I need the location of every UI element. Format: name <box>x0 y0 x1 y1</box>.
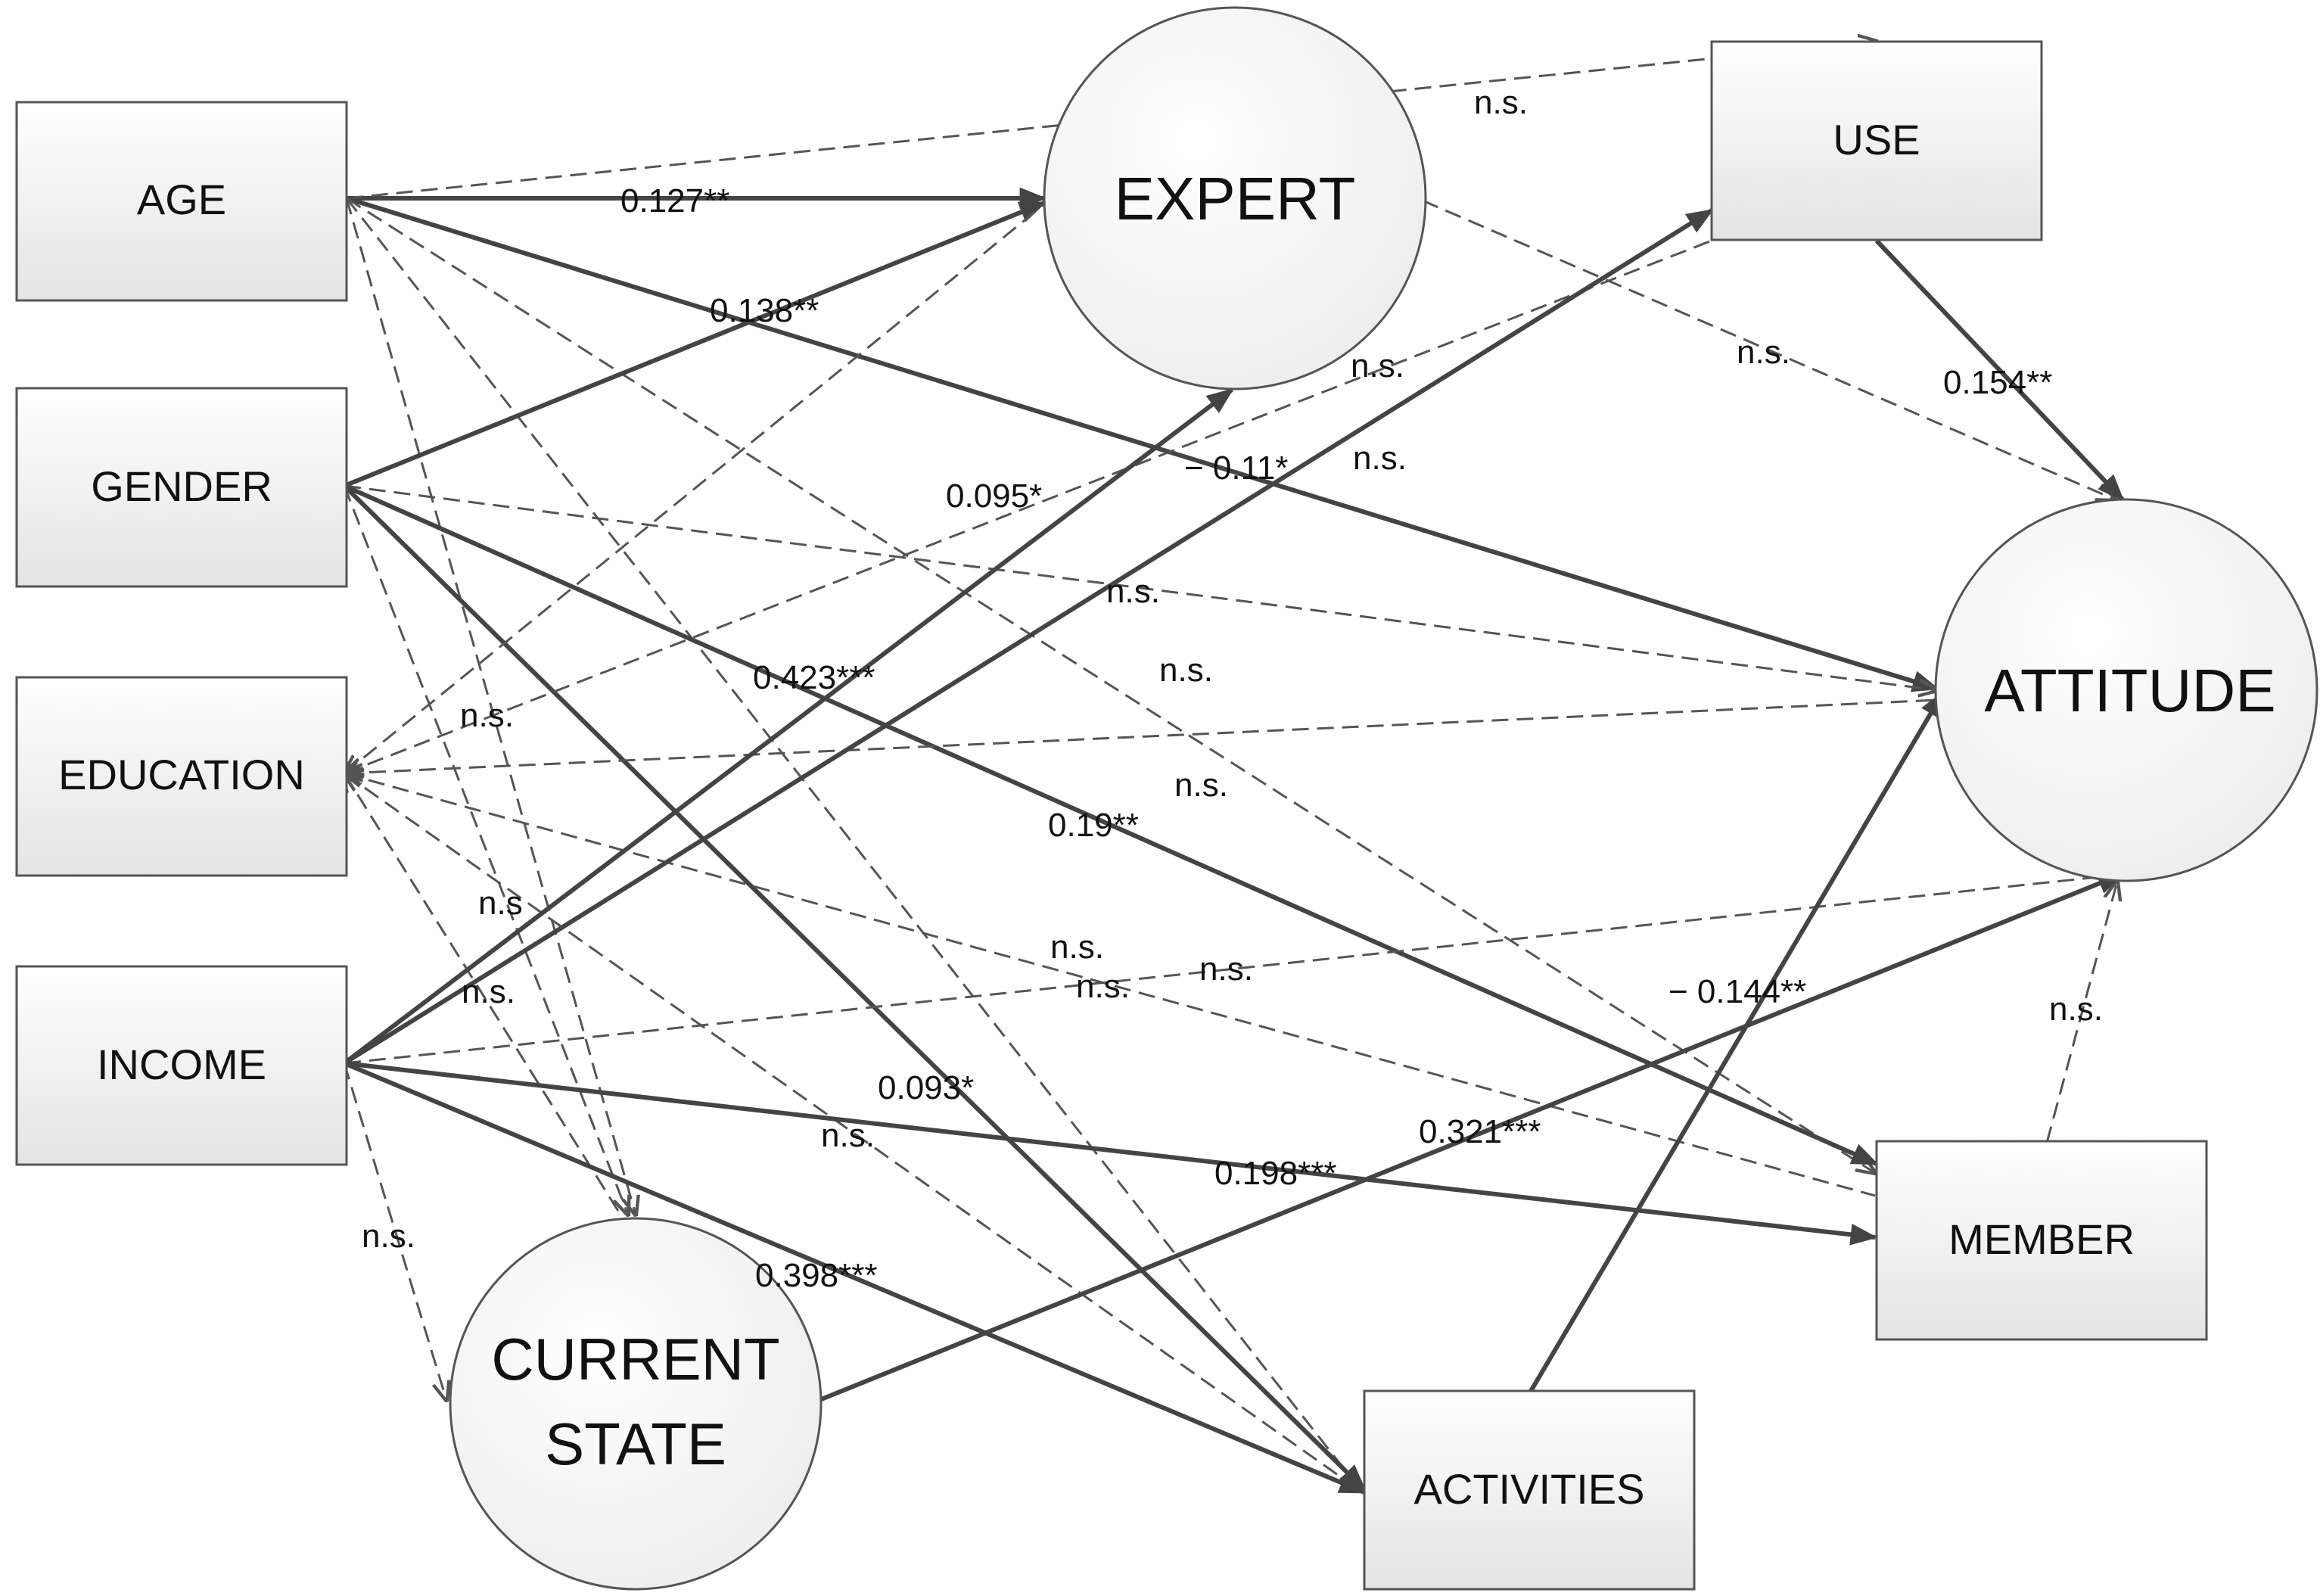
label-education-current-state: n.s <box>478 885 523 922</box>
node-gender: GENDER <box>15 387 348 588</box>
label-income-activities: 0.398*** <box>755 1257 877 1294</box>
label-income-expert: 0.095* <box>946 478 1042 515</box>
path-education-member <box>344 773 1876 1197</box>
node-current-state-label-1: CURRENT <box>491 1326 779 1392</box>
node-member: MEMBER <box>1875 1140 2208 1341</box>
label-current-state-attitude: 0.321*** <box>1419 1113 1541 1150</box>
label-age-activities: n.s. <box>1050 929 1104 966</box>
label-income-current-state: n.s. <box>362 1218 415 1255</box>
label-age-member: n.s. <box>1159 652 1213 689</box>
label-age-attitude: − 0.11* <box>1184 450 1288 487</box>
path-gender-attitude <box>344 484 1937 690</box>
node-education-label: EDUCATION <box>58 751 305 798</box>
path-income-expert <box>343 387 1234 1066</box>
path-gender-activities <box>342 484 1367 1492</box>
node-activities: ACTIVITIES <box>1363 1389 1696 1591</box>
label-gender-attitude: n.s. <box>1106 573 1160 610</box>
path-age-member <box>346 197 1875 1173</box>
label-expert-attitude: n.s. <box>1737 334 1790 371</box>
node-expert: EXPERT <box>1043 6 1427 390</box>
node-use: USE <box>1710 40 2043 241</box>
node-income: INCOME <box>15 965 348 1166</box>
node-gender-label: GENDER <box>91 462 272 510</box>
label-income-attitude: n.s. <box>821 1117 875 1154</box>
edges <box>342 42 2126 1495</box>
label-education-attitude: n.s. <box>1174 767 1228 804</box>
node-income-label: INCOME <box>97 1041 266 1088</box>
label-use-attitude: 0.154** <box>1943 364 2052 401</box>
node-use-label: USE <box>1833 116 1920 163</box>
label-gender-expert: 0.138** <box>710 292 819 329</box>
path-expert-attitude <box>1422 199 2115 499</box>
node-member-label: MEMBER <box>1948 1215 2135 1263</box>
node-activities-label: ACTIVITIES <box>1414 1465 1645 1513</box>
path-age-use <box>346 42 1877 200</box>
label-gender-current-state: n.s. <box>462 973 515 1010</box>
path-education-attitude <box>344 698 1938 773</box>
path-income-member <box>344 1061 1878 1246</box>
path-gender-member <box>343 484 1880 1166</box>
path-income-activities <box>343 1061 1367 1495</box>
path-education-use <box>344 239 1712 773</box>
path-income-use <box>343 208 1715 1066</box>
label-age-expert: 0.127** <box>620 182 729 219</box>
label-education-use: n.s. <box>1353 440 1407 477</box>
label-gender-activities: 0.093* <box>878 1069 974 1106</box>
label-income-use: 0.423*** <box>753 659 875 696</box>
path-activities-attitude <box>1528 689 1945 1394</box>
node-current-state: CURRENT STATE <box>449 1217 823 1591</box>
label-education-activities: n.s. <box>1076 968 1130 1005</box>
label-education-member: n.s. <box>1199 950 1253 988</box>
label-gender-member: 0.19** <box>1048 807 1139 844</box>
edge-labels: 0.127** n.s. − 0.11* n.s. n.s. n.s. 0.13… <box>362 84 2103 1294</box>
label-age-use: n.s. <box>1474 84 1528 121</box>
label-age-current-state: n.s. <box>460 697 514 734</box>
label-education-expert: n.s. <box>1351 347 1404 384</box>
node-attitude-label: ATTITUDE <box>1984 657 2275 724</box>
node-age-label: AGE <box>137 176 226 223</box>
label-activities-attitude: − 0.144** <box>1668 973 1806 1010</box>
path-age-attitude <box>346 196 1940 692</box>
node-age: AGE <box>15 101 348 302</box>
node-education: EDUCATION <box>15 676 348 877</box>
nodes: AGE GENDER EDUCATION INCOME USE MEMBER A… <box>15 6 2318 1591</box>
path-education-activities <box>344 773 1359 1491</box>
path-gender-current-state <box>343 485 628 1215</box>
path-current-state-attitude <box>818 872 2126 1402</box>
node-expert-label: EXPERT <box>1115 165 1356 232</box>
label-income-member: 0.198*** <box>1214 1155 1336 1192</box>
node-attitude: ATTITUDE <box>1934 498 2318 882</box>
path-age-current-state <box>345 198 636 1215</box>
label-member-attitude: n.s. <box>2049 991 2103 1028</box>
path-member-attitude <box>2045 882 2117 1143</box>
path-use-attitude <box>1874 238 2125 502</box>
path-education-current-state <box>344 773 622 1215</box>
path-gender-expert <box>343 201 1047 488</box>
path-income-current-state <box>343 1062 446 1400</box>
path-education-expert <box>344 203 1045 773</box>
node-current-state-label-2: STATE <box>545 1411 726 1477</box>
